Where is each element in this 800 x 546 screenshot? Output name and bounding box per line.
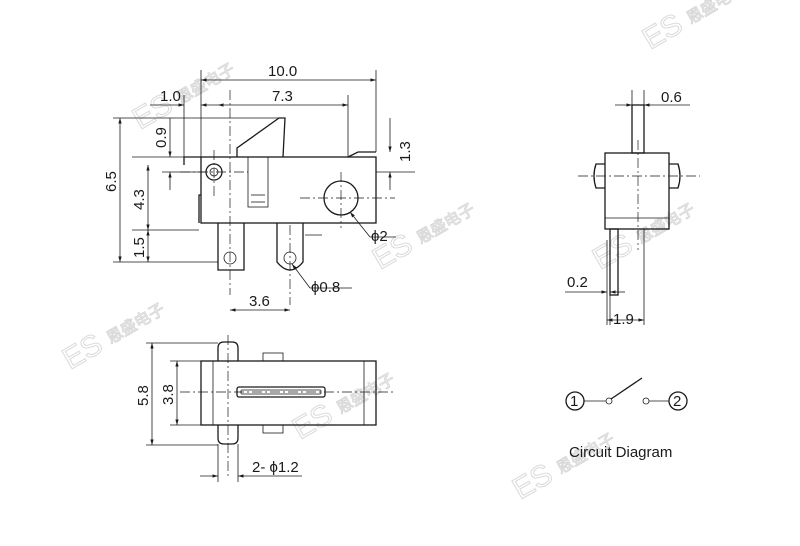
dim-terminal-hole: ϕ0.8 [311, 279, 340, 296]
front-right-notch [347, 151, 376, 158]
svg-text:恩盛电子: 恩盛电子 [104, 300, 168, 348]
dim-terminal-pitch: 3.6 [249, 293, 270, 310]
circuit-contact-2 [642, 397, 650, 405]
front-lever [236, 117, 286, 158]
svg-text:恩盛电子: 恩盛电子 [414, 200, 478, 248]
side-tab [609, 228, 619, 296]
circuit-switch-blade [610, 377, 643, 400]
dim-width-outer: 5.8 [135, 385, 152, 406]
svg-text:ES: ES [587, 227, 638, 276]
circuit-caption: Circuit Diagram [569, 444, 672, 461]
svg-text:恩盛电子: 恩盛电子 [634, 200, 698, 248]
circuit-terminal-2 [668, 391, 688, 411]
circuit-terminal-2-label: 2 [673, 393, 681, 410]
circuit-diagram: 1 2 Circuit Diagram [565, 377, 688, 461]
front-plunger-slot [247, 156, 269, 208]
side-view: 0.6 0.2 1.9 [565, 89, 700, 328]
svg-text:恩盛电子: 恩盛电子 [174, 60, 238, 108]
watermark-logo-4: ES 恩盛电子 [57, 300, 169, 377]
svg-text:恩盛电子: 恩盛电子 [334, 370, 398, 418]
side-nub-left [593, 163, 605, 189]
dim-total-height: 6.5 [103, 171, 120, 192]
dim-body-height: 4.3 [131, 189, 148, 210]
dim-mount-hole: ϕ2 [371, 228, 388, 245]
dim-side-depth: 1.9 [613, 311, 634, 328]
watermark-logo-7: ES 恩盛电子 [507, 430, 619, 507]
dim-body-length: 7.3 [272, 88, 293, 105]
front-body [200, 156, 377, 224]
dim-pin-diameter: 2- ϕ1.2 [252, 459, 299, 476]
svg-text:ES: ES [637, 7, 688, 56]
circuit-contact-1 [605, 397, 613, 405]
bottom-body [200, 360, 377, 426]
svg-text:ES: ES [57, 327, 108, 376]
front-left-tab [198, 194, 201, 223]
dim-terminal-length: 1.5 [131, 237, 148, 258]
front-terminal-1 [217, 223, 245, 271]
watermark-group: ES 恩盛电子 ES 恩盛电子 ES 恩盛电子 ES 恩盛电子 ES 恩盛电子 … [57, 0, 749, 507]
watermark-logo-1: ES 恩盛电子 [637, 0, 749, 57]
svg-text:恩盛电子: 恩盛电子 [684, 0, 748, 28]
dim-tab-thickness: 0.2 [567, 274, 588, 291]
dim-lever-top: 1.3 [397, 141, 414, 162]
front-dimensions: 10.0 1.0 7.3 6.5 4.3 1.5 0.9 1.3 [103, 63, 415, 312]
dim-shaft-width: 0.6 [661, 89, 682, 106]
svg-text:ES: ES [507, 457, 558, 506]
front-left-step [183, 156, 201, 165]
dim-overall-length: 10.0 [268, 63, 297, 80]
circuit-terminal-1-label: 1 [570, 393, 578, 410]
bottom-view: 5.8 3.8 2- ϕ1.2 [135, 335, 395, 482]
front-view [180, 90, 395, 305]
side-nub-right [669, 163, 681, 189]
watermark-logo-6: ES 恩盛电子 [287, 370, 399, 447]
dim-left-offset: 1.0 [160, 88, 181, 105]
dim-lever-offset: 0.9 [153, 127, 170, 148]
dim-width-inner: 3.8 [160, 384, 177, 405]
svg-text:ES: ES [287, 397, 338, 446]
